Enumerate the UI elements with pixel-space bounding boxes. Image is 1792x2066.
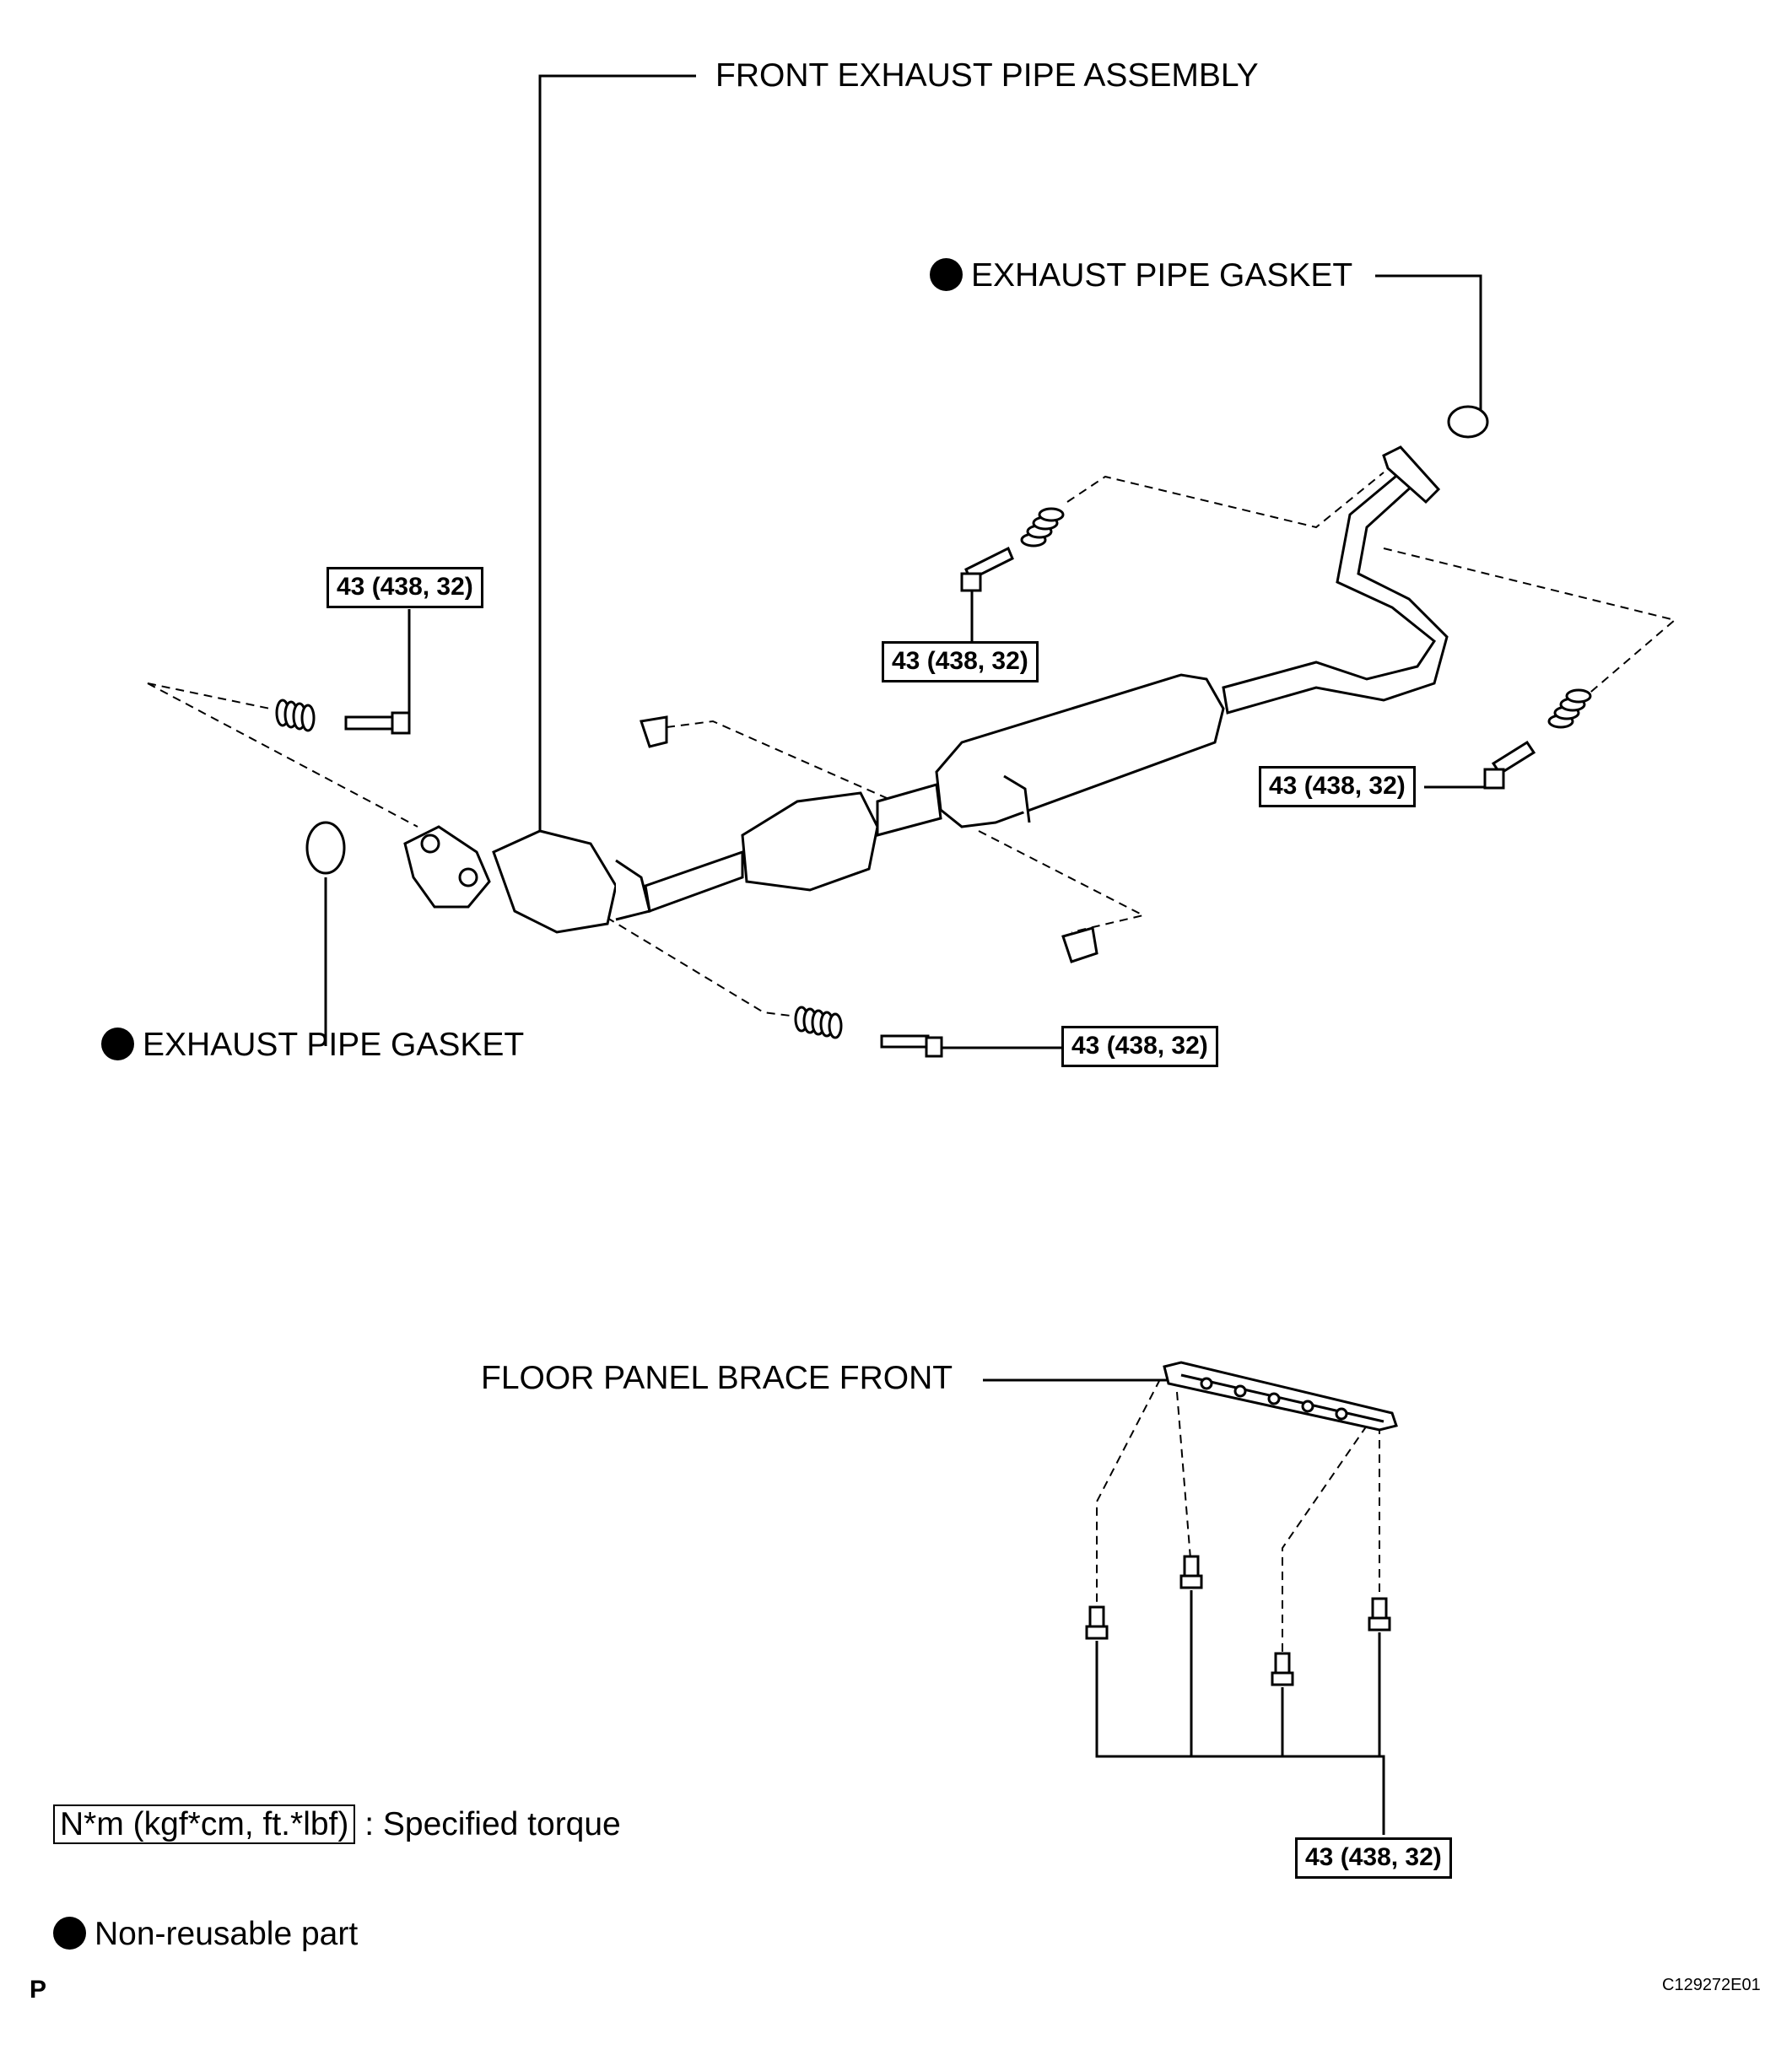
torque-lower: 43 (438, 32): [1061, 1026, 1218, 1067]
legend-torque: N*m (kgf*cm, ft.*lbf) : Specified torque: [53, 1804, 621, 1844]
legend-non-reusable: Non-reusable part: [53, 1917, 358, 1950]
page-mark: P: [30, 1976, 47, 2004]
exhaust-pipe-drawing: [305, 405, 1489, 963]
spring-lower: [794, 1006, 843, 1039]
label-front-exhaust-pipe: FRONT EXHAUST PIPE ASSEMBLY: [715, 57, 1259, 94]
legend-non-reusable-text: Non-reusable part: [94, 1916, 359, 1952]
torque-right: 43 (438, 32): [1259, 766, 1416, 807]
legend-torque-unit: N*m (kgf*cm, ft.*lbf): [53, 1804, 356, 1844]
bolt-upper-left: [344, 711, 411, 735]
leader-brace-tree: [1095, 1641, 1385, 1835]
legend-torque-desc: : Specified torque: [364, 1806, 621, 1842]
non-reusable-dot-icon: [101, 1028, 134, 1060]
figure-code: C129272E01: [1662, 1976, 1761, 1994]
non-reusable-dot-icon: [930, 258, 963, 291]
floor-brace-drawing: [1163, 1361, 1398, 1432]
label-gasket-rear: EXHAUST PIPE GASKET: [930, 258, 1352, 292]
label-gasket-front-text: EXHAUST PIPE GASKET: [143, 1027, 525, 1063]
bolt-right: [1483, 740, 1536, 790]
label-floor-brace: FLOOR PANEL BRACE FRONT: [481, 1360, 953, 1396]
label-gasket-front: EXHAUST PIPE GASKET: [101, 1028, 524, 1061]
non-reusable-dot-icon: [53, 1917, 86, 1950]
leader-gasket-rear: [1375, 274, 1482, 411]
label-gasket-rear-text: EXHAUST PIPE GASKET: [971, 257, 1353, 294]
brace-bolts: [1085, 1555, 1391, 1686]
leader-front-exhaust-pipe: [538, 74, 696, 831]
torque-brace: 43 (438, 32): [1295, 1837, 1452, 1879]
spring-upper-left: [275, 699, 316, 732]
spring-upper-middle: [1020, 507, 1065, 548]
bolt-lower: [880, 1034, 943, 1058]
torque-upper-middle: 43 (438, 32): [882, 641, 1039, 682]
torque-upper-left: 43 (438, 32): [327, 567, 483, 608]
bolt-upper-middle: [960, 546, 1014, 592]
spring-right: [1547, 688, 1592, 729]
